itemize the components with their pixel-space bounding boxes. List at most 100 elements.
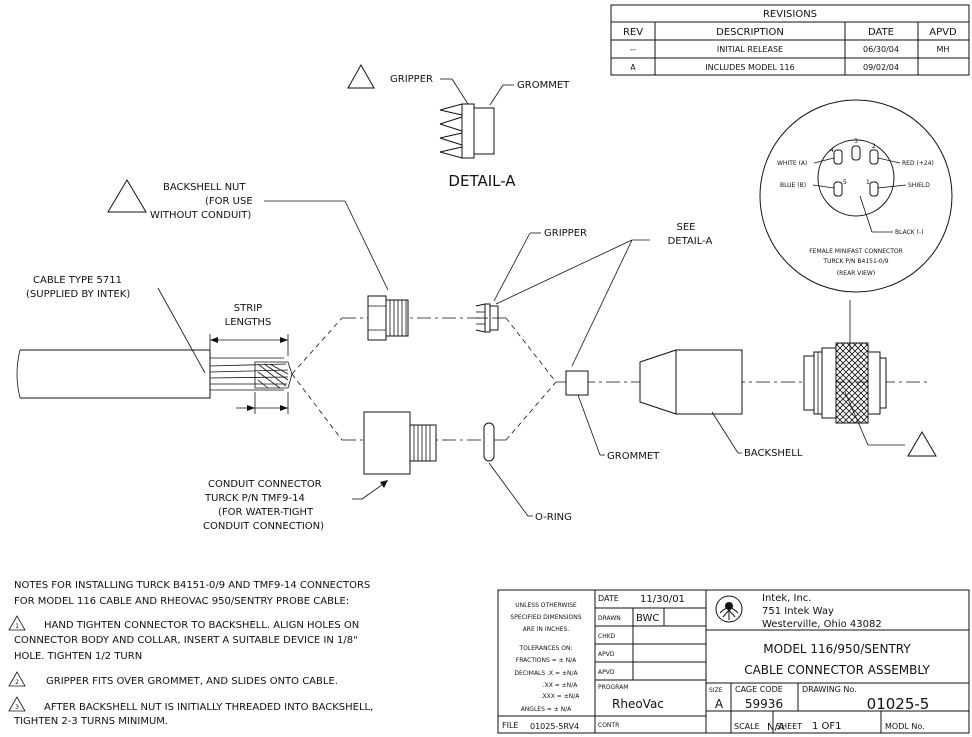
note-2-triangle	[347, 63, 375, 89]
notes-heading-1: NOTES FOR INSTALLING TURCK B4151-0/9 AND…	[14, 580, 370, 591]
rev-row-1-date: 06/30/04	[863, 45, 899, 54]
rev-row-1-desc: INITIAL RELEASE	[717, 45, 783, 54]
tol-line-3: ARE IN INCHES.	[523, 626, 570, 633]
note-3-triangle	[107, 179, 147, 213]
description-header: DESCRIPTION	[716, 27, 784, 38]
drawing-title-1: MODEL 116/950/SENTRY	[763, 642, 911, 656]
note-1-line-1: HAND TIGHTEN CONNECTOR TO BACKSHELL. ALI…	[44, 620, 359, 631]
size-label: SIZE	[709, 687, 723, 694]
sheet-value: 1 OF1	[812, 721, 842, 732]
rev-row-2-desc: INCLUDES MODEL 116	[705, 63, 794, 72]
pin-blue-label: BLUE (B)	[780, 182, 806, 189]
gripper-label: GRIPPER	[544, 228, 587, 239]
detail-a: GRIPPER GROMMET DETAIL-A	[347, 63, 570, 190]
pin-white-label: WHITE (A)	[777, 160, 807, 167]
rev-row-2-rev: A	[630, 63, 636, 72]
company-name: Intek, Inc.	[762, 593, 811, 604]
backshell-nut-callout: BACKSHELL NUT (FOR USE WITHOUT CONDUIT)	[107, 179, 389, 291]
minifast-connector	[803, 300, 937, 457]
company-address-2: Westerville, Ohio 43082	[762, 619, 882, 630]
revisions-title: REVISIONS	[763, 9, 817, 20]
detail-a-gripper-label: GRIPPER	[390, 74, 433, 85]
o-ring: O-RING	[483, 422, 572, 523]
program-label: PROGRAM	[598, 684, 628, 691]
date-header: DATE	[868, 27, 894, 38]
rev-header: REV	[623, 27, 643, 38]
file-label: FILE	[502, 721, 518, 730]
note-3-line-2: TIGHTEN 2-3 TURNS MINIMUM.	[13, 716, 168, 727]
rev-row-1-rev: --	[630, 45, 636, 54]
gripper: GRIPPER	[475, 228, 587, 333]
note-1-marker	[8, 615, 26, 631]
pin-2: 2	[872, 143, 876, 150]
note-2-marker-number: 2	[15, 679, 19, 686]
pin-shield-label: SHIELD	[908, 182, 930, 189]
note-3-line-1: AFTER BACKSHELL NUT IS INITIALLY THREADE…	[44, 702, 373, 713]
see-detail-label-2: DETAIL-A	[668, 236, 713, 247]
conduit-label-1: CONDUIT CONNECTOR	[208, 479, 322, 490]
scale-label: SCALE	[734, 722, 760, 731]
drawing-title-2: CABLE CONNECTOR ASSEMBLY	[744, 663, 930, 677]
conduit-label-2: TURCK P/N TMF9-14	[204, 493, 305, 504]
rev-row-2-date: 09/02/04	[863, 63, 899, 72]
sheet-label: SHEET	[776, 722, 802, 731]
title-block: UNLESS OTHERWISE SPECIFIED DIMENSIONS AR…	[497, 589, 970, 734]
date-label: DATE	[598, 594, 619, 603]
tol-line-7: .XX = ±N/A	[543, 682, 579, 689]
backshell-label: BACKSHELL	[744, 448, 803, 459]
note-1-line-3: HOLE. TIGHTEN 1/2 TURN	[14, 651, 142, 662]
cable: CABLE TYPE 5711 (SUPPLIED BY INTEK) STRI…	[16, 275, 293, 414]
backshell: BACKSHELL	[639, 349, 803, 459]
pin-red-label: RED (+24)	[902, 160, 934, 167]
mod-label: MODL No.	[885, 722, 925, 731]
note-3-marker	[8, 696, 26, 712]
tol-line-5: FRACTIONS = ± N/A	[516, 657, 577, 664]
conduit-label-3: (FOR WATER-TIGHT	[218, 507, 314, 518]
pin-black-label: BLACK (-)	[895, 229, 923, 236]
date-value: 11/30/01	[640, 594, 685, 605]
note-1-marker-number: 1	[15, 623, 19, 630]
strip-label-2: LENGTHS	[225, 317, 272, 328]
conduit-label-4: CONDUIT CONNECTION)	[203, 521, 324, 532]
cable-label-1: CABLE TYPE 5711	[33, 275, 122, 286]
size-value: A	[715, 697, 724, 711]
conduit-connector: CONDUIT CONNECTOR TURCK P/N TMF9-14 (FOR…	[203, 411, 437, 532]
backshell-nut-label-1: BACKSHELL NUT	[163, 182, 246, 193]
pin-5: 5	[843, 179, 847, 186]
revisions-table: REVISIONS REV DESCRIPTION DATE APVD -- I…	[610, 4, 970, 76]
notes: NOTES FOR INSTALLING TURCK B4151-0/9 AND…	[8, 580, 373, 727]
note-1-triangle	[907, 431, 937, 457]
detail-a-title: DETAIL-A	[448, 172, 516, 190]
pin-3: 3	[854, 138, 858, 145]
apvd-header: APVD	[929, 27, 957, 38]
strip-label-1: STRIP	[234, 303, 262, 314]
pinout-caption-1: FEMALE MINIFAST CONNECTOR	[809, 248, 903, 255]
tol-line-6: DECIMALS .X = ±N/A	[514, 670, 578, 677]
contr-label: CONTR	[598, 722, 619, 729]
backshell-nut	[367, 295, 409, 341]
see-detail-callout: SEE DETAIL-A	[495, 222, 713, 367]
cable-label-2: (SUPPLIED BY INTEK)	[26, 289, 130, 300]
pinout-caption-2: TURCK P/N B4151-0/9	[822, 258, 888, 265]
grommet-label: GROMMET	[607, 451, 660, 462]
note-3-marker-number: 3	[15, 704, 19, 711]
cage-label: CAGE CODE	[735, 685, 783, 694]
pin-1: 1	[866, 179, 870, 186]
cage-value: 59936	[745, 697, 783, 711]
tol-line-9: ANGLES = ± N/A	[521, 706, 572, 713]
scale-value: N/A	[767, 722, 785, 733]
notes-heading-2: FOR MODEL 116 CABLE AND RHEOVAC 950/SENT…	[14, 596, 349, 607]
backshell-nut-label-3: WITHOUT CONDUIT)	[150, 210, 251, 221]
tol-line-8: .XXX = ±N/A	[541, 693, 581, 700]
tol-line-2: SPECIFIED DIMENSIONS	[510, 614, 581, 621]
dwg-label: DRAWING No.	[802, 685, 857, 694]
see-detail-label-1: SEE	[677, 222, 696, 233]
tol-line-4: TOLERANCES ON:	[519, 645, 573, 652]
program-value: RheoVac	[612, 697, 664, 711]
pin-4: 4	[830, 147, 834, 154]
drawn-value: BWC	[636, 613, 659, 624]
dwg-value: 01025-5	[867, 695, 930, 713]
rev-row-1-apvd: MH	[937, 45, 950, 54]
note-1-line-2: CONNECTOR BODY AND COLLAR, INSERT A SUIT…	[14, 635, 358, 646]
